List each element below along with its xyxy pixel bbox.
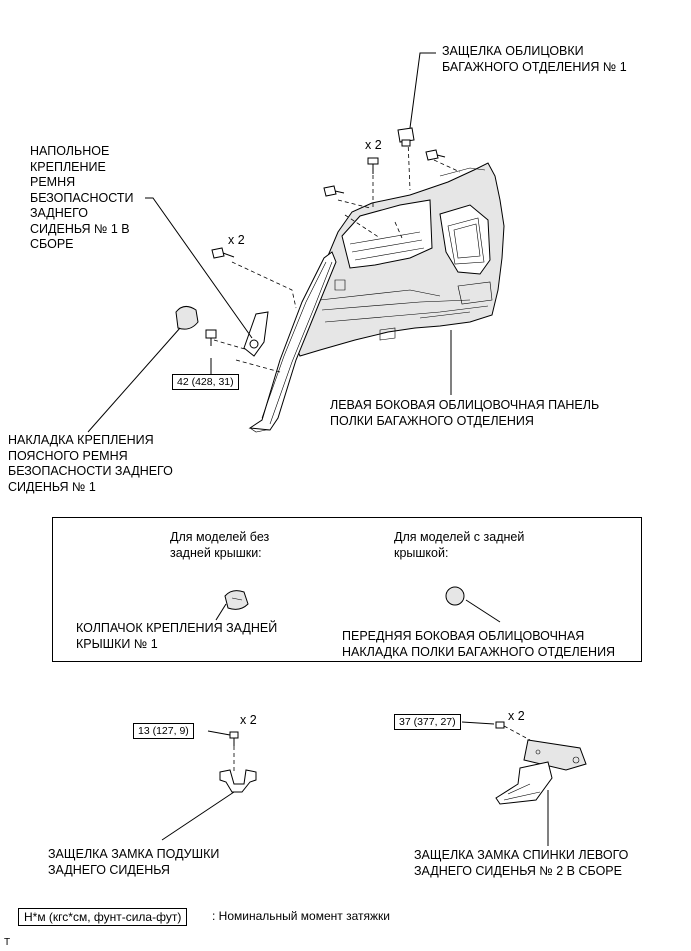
multiplier-cushion-bolts: x 2 xyxy=(240,713,257,727)
torque-anchor: 42 (428, 31) xyxy=(172,374,239,390)
variant-parts xyxy=(215,586,501,623)
label-cushion-striker: ЗАЩЕЛКА ЗАМКА ПОДУШКИ ЗАДНЕГО СИДЕНЬЯ xyxy=(48,847,220,877)
legend-units-box: Н*м (кгс*см, фунт-сила-фут) xyxy=(18,908,188,926)
variant-without-cover-header: Для моделей без задней крышки: xyxy=(170,530,270,560)
variant-with-cover-header: Для моделей с задней крышкой: xyxy=(394,530,525,560)
label-belt-cover: НАКЛАДКА КРЕПЛЕНИЯ ПОЯСНОГО РЕМНЯ БЕЗОПА… xyxy=(8,433,173,494)
multiplier-anchor-bolts: x 2 xyxy=(228,233,245,247)
seatback-lock-drawing xyxy=(461,721,587,846)
label-front-side-trim-cover: ПЕРЕДНЯЯ БОКОВАЯ ОБЛИЦОВОЧНАЯ НАКЛАДКА П… xyxy=(342,629,616,659)
main-fasteners xyxy=(175,127,446,357)
label-clip-trim-1: ЗАЩЕЛКА ОБЛИЦОВКИ БАГАЖНОГО ОТДЕЛЕНИЯ № … xyxy=(442,44,627,74)
cushion-striker-drawing xyxy=(161,730,257,841)
multiplier-top-bolts: x 2 xyxy=(365,138,382,152)
corner-mark: T xyxy=(4,937,11,948)
model-variants-box xyxy=(52,517,642,662)
legend-description: : Номинальный момент затяжки xyxy=(212,909,390,923)
multiplier-seatback-bolts: x 2 xyxy=(508,709,525,723)
label-floor-anchor: НАПОЛЬНОЕ КРЕПЛЕНИЕ РЕМНЯ БЕЗОПАСНОСТИ З… xyxy=(30,144,134,251)
torque-cushion-striker: 13 (127, 9) xyxy=(133,723,194,739)
label-seatback-lock: ЗАЩЕЛКА ЗАМКА СПИНКИ ЛЕВОГО ЗАДНЕГО СИДЕ… xyxy=(414,848,629,878)
side-panel-drawing xyxy=(213,139,505,433)
label-side-panel: ЛЕВАЯ БОКОВАЯ ОБЛИЦОВОЧНАЯ ПАНЕЛЬ ПОЛКИ … xyxy=(330,398,600,428)
torque-seatback-lock: 37 (377, 27) xyxy=(394,714,461,730)
leader-lines xyxy=(87,52,452,433)
label-rear-cover-cap: КОЛПАЧОК КРЕПЛЕНИЯ ЗАДНЕЙ КРЫШКИ № 1 xyxy=(76,621,278,651)
